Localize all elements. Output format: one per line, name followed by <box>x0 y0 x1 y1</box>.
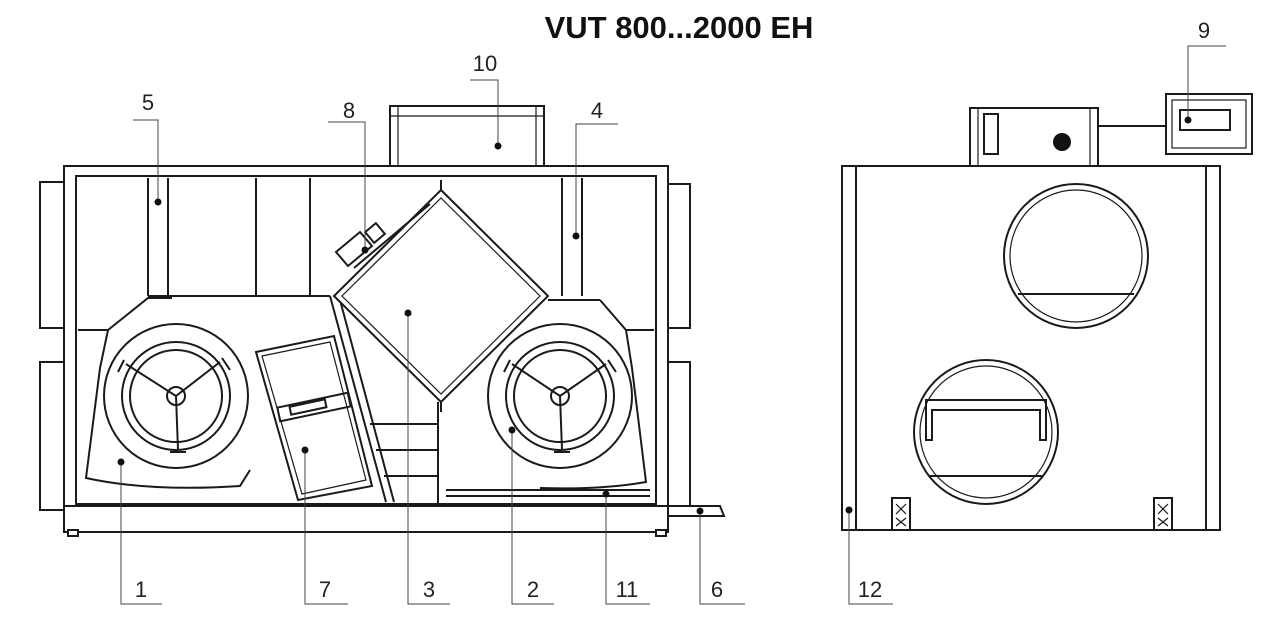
mounting-bracket-right <box>1153 497 1173 531</box>
divider <box>329 295 387 503</box>
diagram-title: VUT 800...2000 EH <box>545 10 814 45</box>
callout-5: 5 <box>142 90 154 115</box>
callout-8: 8 <box>343 98 355 123</box>
callout-6: 6 <box>711 577 723 602</box>
control-panel <box>1165 93 1253 155</box>
heat-exchanger <box>332 180 550 412</box>
callout-10: 10 <box>473 51 497 76</box>
callout-7: 7 <box>319 577 331 602</box>
callout-12: 12 <box>858 577 882 602</box>
front-view <box>39 105 726 537</box>
callout-4: 4 <box>591 98 603 123</box>
drain-pipe <box>667 505 726 517</box>
left-fan-housing-top <box>78 297 172 331</box>
callouts: 1 7 3 2 11 6 12 5 8 10 <box>117 18 1226 605</box>
right-filter <box>548 178 600 301</box>
drain-tray <box>446 489 650 497</box>
side-casing <box>841 165 1221 531</box>
casing <box>63 165 669 533</box>
right-fan <box>487 323 633 469</box>
side-lower-opening <box>913 359 1059 505</box>
callout-1: 1 <box>135 577 147 602</box>
right-fan-housing <box>539 329 648 490</box>
callout-9: 9 <box>1198 18 1210 43</box>
top-spigot <box>389 105 545 167</box>
callout-3: 3 <box>423 577 435 602</box>
left-fan-housing <box>84 329 251 489</box>
side-upper-opening <box>1003 183 1149 329</box>
casing-inner <box>75 175 657 505</box>
side-view <box>841 93 1253 531</box>
heater-module <box>254 334 374 502</box>
callout-11: 11 <box>616 577 639 602</box>
left-fan <box>103 323 249 469</box>
mounting-bracket-left <box>891 497 911 531</box>
bypass-damper <box>334 203 431 269</box>
left-filter <box>147 178 330 297</box>
callout-2: 2 <box>527 577 539 602</box>
